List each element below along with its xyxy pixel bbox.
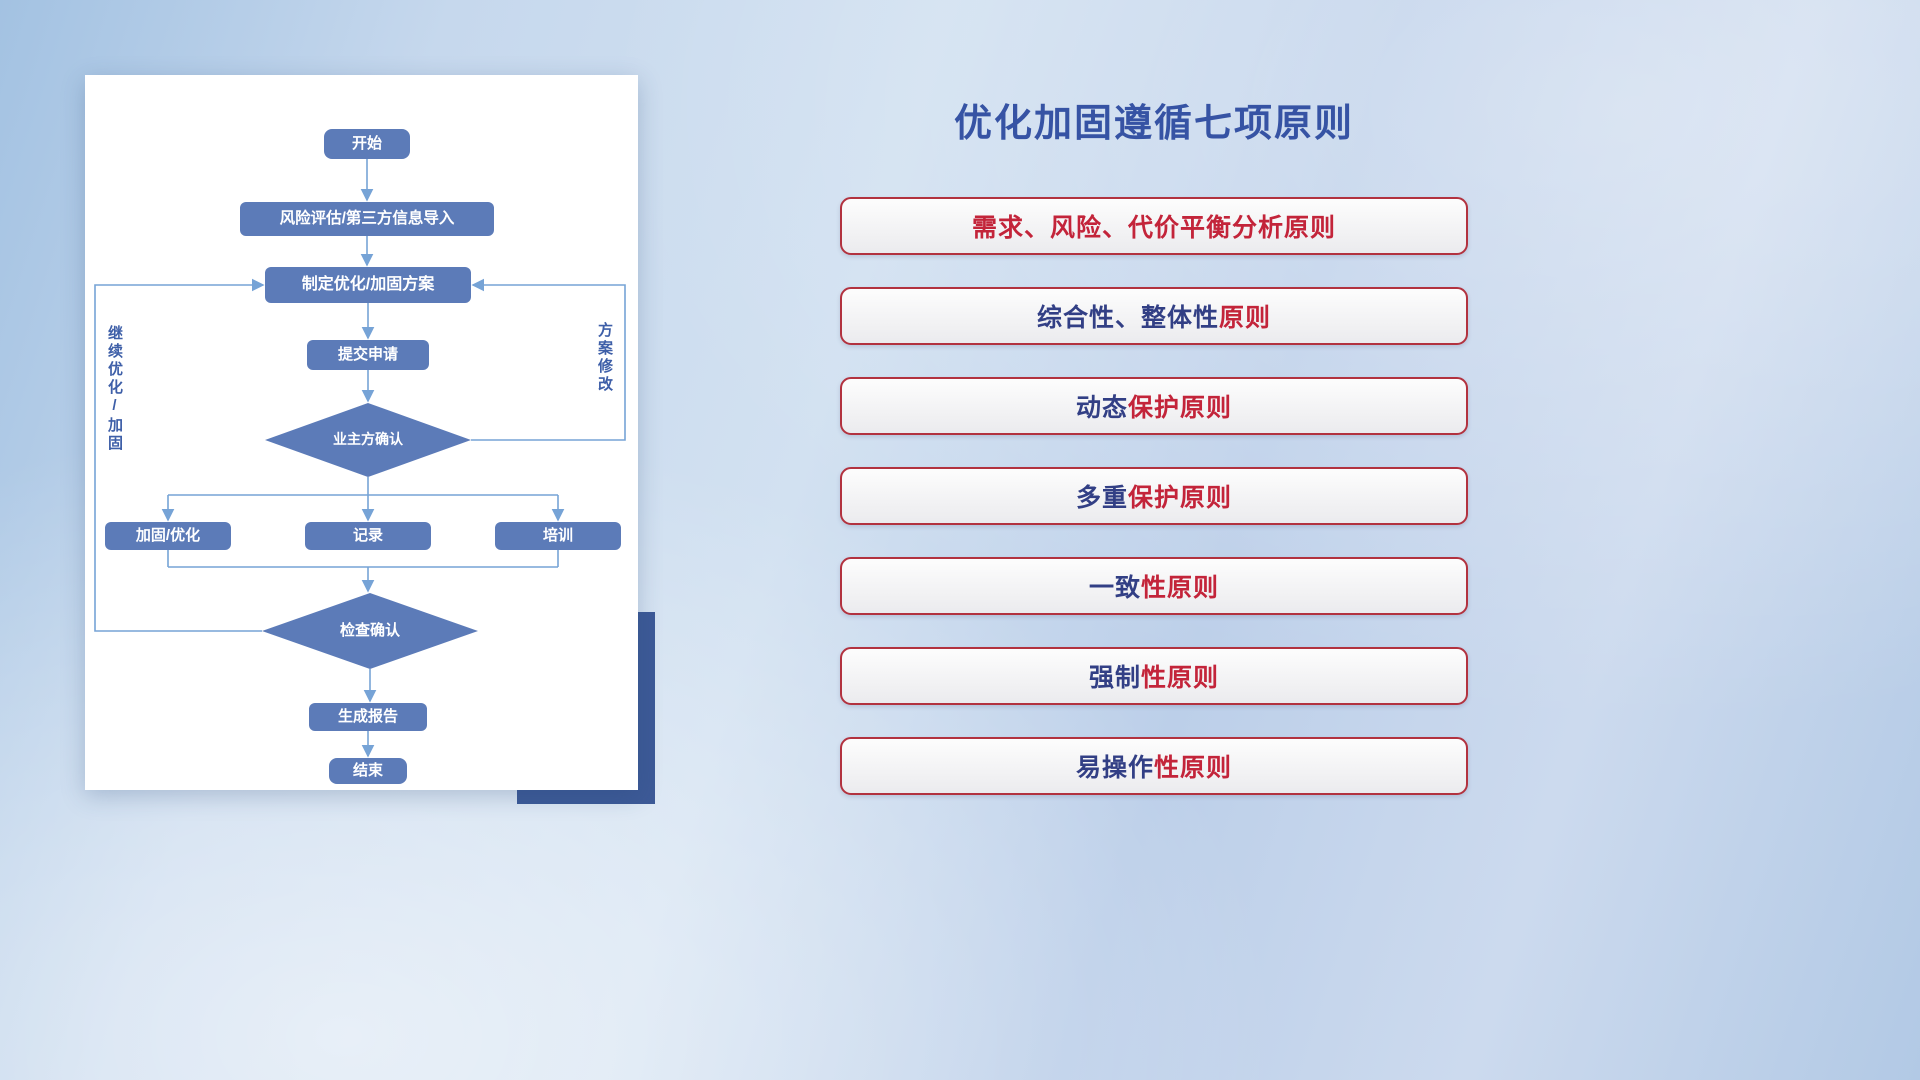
principle-text-segment: 动态 bbox=[1075, 394, 1128, 422]
flow-node-record: 记录 bbox=[305, 522, 431, 550]
principle-box: 综合性、整体性原则 bbox=[840, 287, 1468, 345]
principle-text-segment: 综合性、整体性 bbox=[1036, 304, 1219, 332]
flow-node-training: 培训 bbox=[495, 522, 621, 550]
flow-node-risk-import: 风险评估/第三方信息导入 bbox=[240, 202, 494, 236]
principle-text-segment: 性原则 bbox=[1141, 664, 1220, 692]
principle-text-segment: 保护原则 bbox=[1128, 394, 1233, 422]
loop-label-plan-revise: 方案修改 bbox=[596, 322, 613, 394]
principle-text-segment: 强制 bbox=[1088, 664, 1141, 692]
principle-text-segment: 多重 bbox=[1075, 484, 1128, 512]
flowchart-card: 开始 风险评估/第三方信息导入 制定优化/加固方案 提交申请 业主方确认 加固/… bbox=[85, 75, 638, 790]
principle-text-segment: 保护原则 bbox=[1128, 484, 1233, 512]
loop-label-continue-optimize: 继续优化/加固 bbox=[106, 325, 123, 453]
principle-text-segment: 性原则 bbox=[1154, 754, 1233, 782]
flow-node-report: 生成报告 bbox=[309, 703, 427, 731]
principle-box: 一致性原则 bbox=[840, 557, 1468, 615]
flow-node-end: 结束 bbox=[329, 758, 407, 784]
principle-text-segment: 原则 bbox=[1219, 304, 1272, 332]
principle-text-segment: 易操作 bbox=[1075, 754, 1154, 782]
principle-box: 强制性原则 bbox=[840, 647, 1468, 705]
page-title: 优化加固遵循七项原则 bbox=[953, 103, 1354, 145]
principle-box: 多重保护原则 bbox=[840, 467, 1468, 525]
principle-box: 易操作性原则 bbox=[840, 737, 1468, 795]
principle-text-segment: 性原则 bbox=[1141, 574, 1220, 602]
principles-list: 需求、风险、代价平衡分析原则综合性、整体性原则动态保护原则多重保护原则一致性原则… bbox=[840, 197, 1468, 827]
flow-node-submit: 提交申请 bbox=[307, 340, 429, 370]
flowchart-connectors bbox=[94, 159, 626, 758]
principle-box: 需求、风险、代价平衡分析原则 bbox=[840, 197, 1468, 255]
flow-node-reinforce: 加固/优化 bbox=[105, 522, 231, 550]
flow-node-make-plan: 制定优化/加固方案 bbox=[265, 267, 471, 303]
principle-text-segment: 一致 bbox=[1088, 574, 1141, 602]
principle-text-segment: 需求、风险、代价平衡分析原则 bbox=[971, 214, 1336, 242]
flow-node-start: 开始 bbox=[324, 129, 410, 159]
principle-box: 动态保护原则 bbox=[840, 377, 1468, 435]
